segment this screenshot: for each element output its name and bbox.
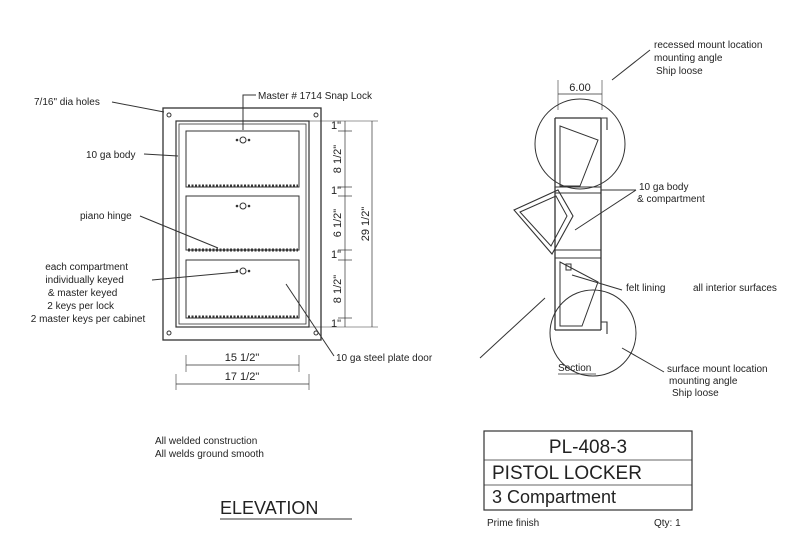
interior-surfaces-note: all interior surfaces <box>693 283 777 294</box>
lock-icon <box>235 136 251 144</box>
dim-compartment: 8 1/2" <box>332 275 344 303</box>
holes-callout: 7/16" dia holes <box>34 97 100 108</box>
construction-note: All welded construction <box>155 436 257 447</box>
keying-note: each compartment individually keyed & ma… <box>31 262 146 325</box>
detail-circle-recessed <box>534 98 626 190</box>
lock-icon <box>235 202 251 210</box>
dim-gap: 1" <box>331 249 341 261</box>
dim-compartment: 6 1/2" <box>332 209 344 237</box>
product-name: PISTOL LOCKER <box>492 463 642 484</box>
detail-circle-surface <box>549 289 637 377</box>
dim-depth: 6.00 <box>569 82 590 94</box>
section-label: Section <box>558 363 591 374</box>
section-view: 6.00 recessed mount location mounting a <box>479 40 777 399</box>
hinge-callout: piano hinge <box>80 211 132 222</box>
cabinet-flange <box>162 107 322 341</box>
open-compartment <box>513 189 574 255</box>
title-block: PL-408-3 PISTOL LOCKER 3 Compartment Pri… <box>483 430 693 529</box>
compartment-count: 3 Compartment <box>492 487 616 507</box>
mount-hole <box>166 112 172 118</box>
dim-compartment: 8 1/2" <box>332 145 344 173</box>
surface-mount-note: surface mount location mounting angle Sh… <box>667 364 770 399</box>
dim-gap: 1" <box>331 185 341 197</box>
quantity-note: Qty: 1 <box>654 518 681 529</box>
compartment-door <box>185 130 300 188</box>
dim-inner-width: 15 1/2" <box>225 352 260 364</box>
door-callout: 10 ga steel plate door <box>336 353 433 364</box>
body-callout: 10 ga body <box>86 150 136 161</box>
elevation-title: ELEVATION <box>220 498 318 518</box>
dim-overall-height: 29 1/2" <box>360 207 372 242</box>
mount-hole <box>313 330 319 336</box>
elevation-view: 7/16" dia holes Master # 1714 Snap Lock … <box>31 91 433 520</box>
cabinet-body <box>175 120 310 328</box>
mount-hole <box>166 330 172 336</box>
lock-icon <box>235 267 251 275</box>
body-compartment-callout: 10 ga body & compartment <box>637 182 705 205</box>
compartment-door <box>185 259 300 319</box>
finish-note: Prime finish <box>487 518 539 529</box>
recessed-mount-note: recessed mount location mounting angle S… <box>654 40 765 77</box>
dim-outer-width: 17 1/2" <box>225 371 260 383</box>
felt-lining-callout: felt lining <box>626 283 665 294</box>
dim-gap: 1" <box>331 120 341 132</box>
mount-hole <box>313 112 319 118</box>
lock-callout: Master # 1714 Snap Lock <box>258 91 373 102</box>
model-number: PL-408-3 <box>549 437 627 458</box>
construction-note: All welds ground smooth <box>155 449 264 460</box>
dim-gap: 1" <box>331 318 341 330</box>
